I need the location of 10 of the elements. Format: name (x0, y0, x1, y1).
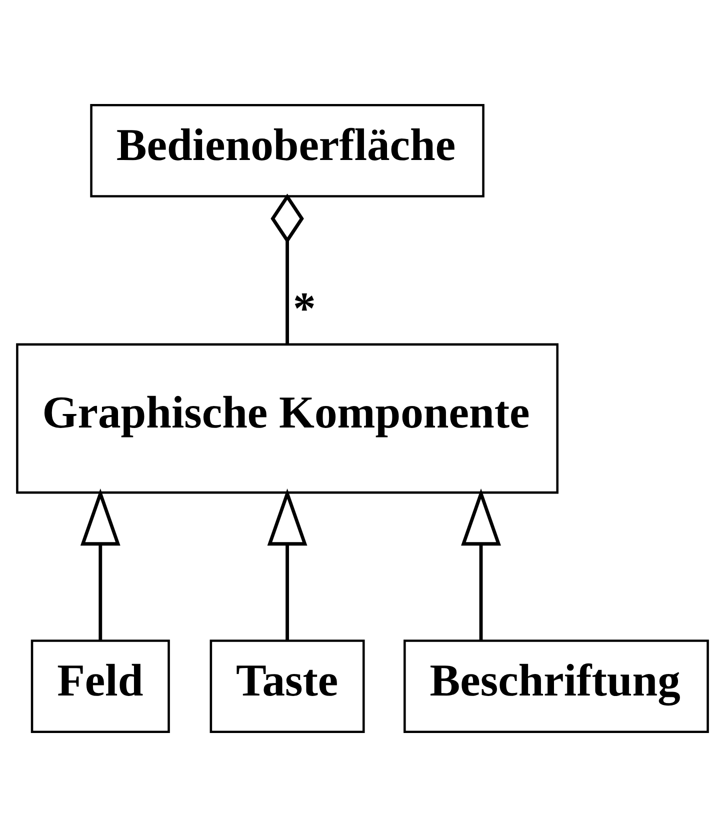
arrow (267, 488, 308, 641)
node-box: Graphische Komponente (16, 343, 558, 494)
node-box: Taste (210, 640, 365, 734)
connector (270, 194, 304, 344)
arrow (80, 488, 120, 641)
node-box: Beschriftung (404, 640, 709, 734)
node-box: Feld (30, 640, 170, 734)
node-box: Bedienoberfläche (90, 104, 484, 198)
edge-label: * (292, 282, 316, 334)
arrow (461, 488, 501, 641)
